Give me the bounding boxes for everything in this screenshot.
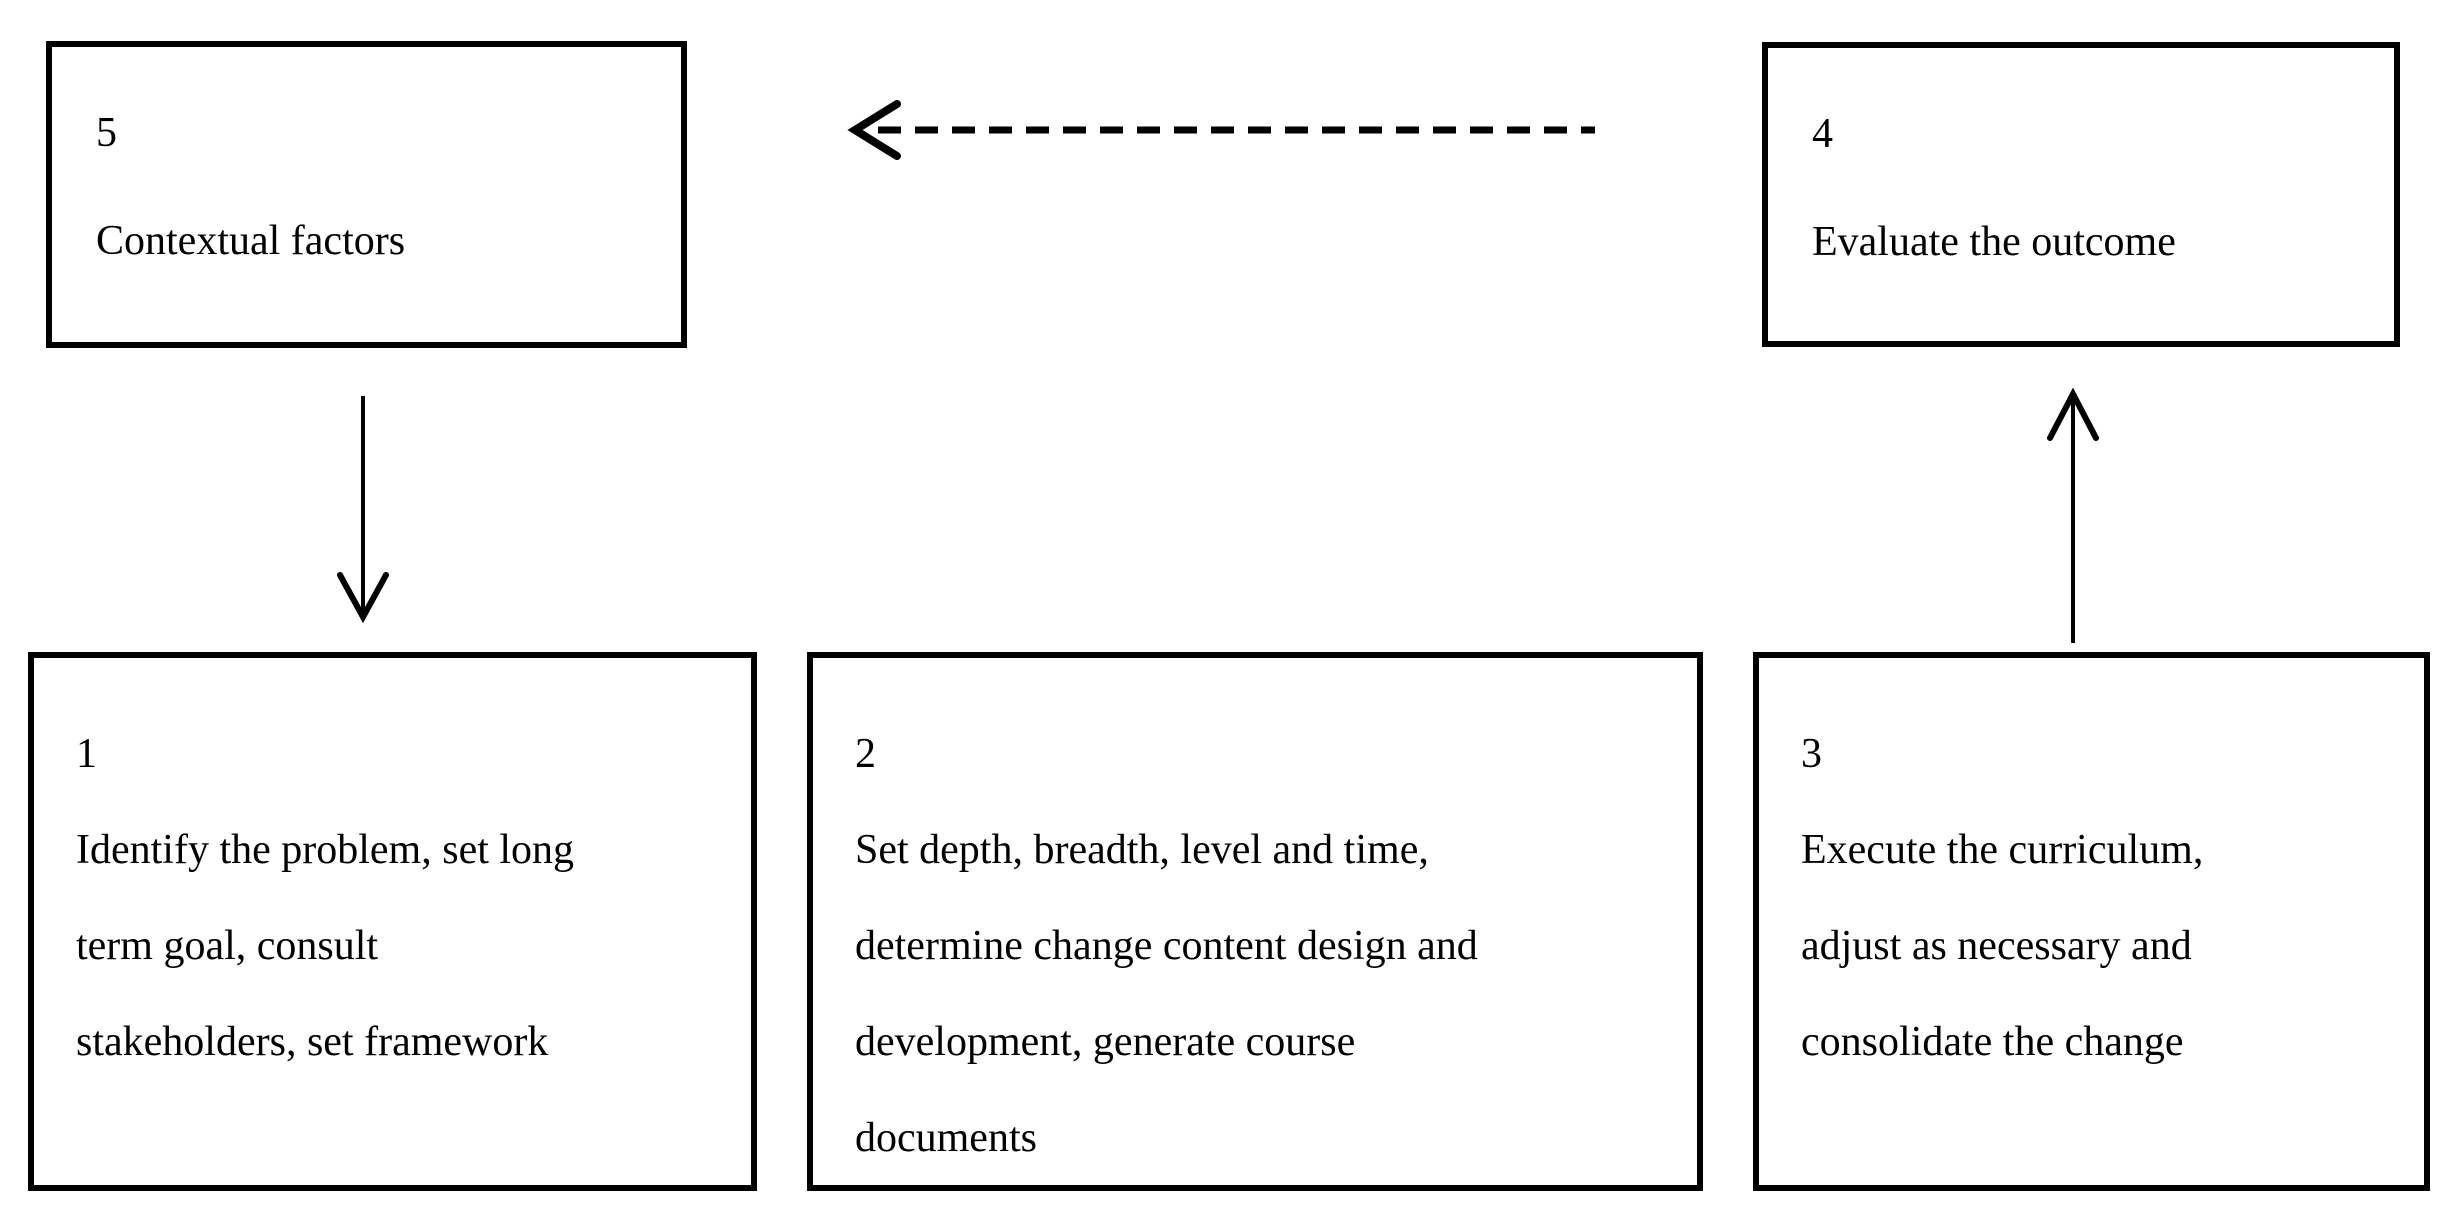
step-1-description: Identify the problem, set long term goal… [76, 827, 575, 1065]
step-3-number: 3 [1801, 731, 1822, 777]
step-4-number: 4 [1812, 111, 1833, 157]
step-2-number: 2 [855, 731, 876, 777]
step-4-description: Evaluate the outcome [1812, 219, 2176, 265]
step-box-1: 1 Identify the problem, set long term go… [28, 652, 757, 1191]
step-box-3: 3 Execute the curriculum, adjust as nece… [1753, 652, 2430, 1191]
step-3-description: Execute the curriculum, adjust as necess… [1801, 827, 2204, 1065]
solid-arrow-down-icon [337, 396, 389, 624]
step-5-number: 5 [96, 110, 117, 156]
step-2-description: Set depth, breadth, level and time, dete… [855, 827, 1478, 1161]
dashed-feedback-arrow-left-icon [847, 100, 1595, 160]
step-box-4: 4 Evaluate the outcome [1762, 42, 2400, 347]
step-box-2: 2 Set depth, breadth, level and time, de… [807, 652, 1703, 1191]
solid-arrow-up-icon [2047, 388, 2099, 643]
step-box-5: 5 Contextual factors [46, 41, 687, 348]
step-5-description: Contextual factors [96, 218, 406, 264]
step-1-number: 1 [76, 731, 97, 777]
